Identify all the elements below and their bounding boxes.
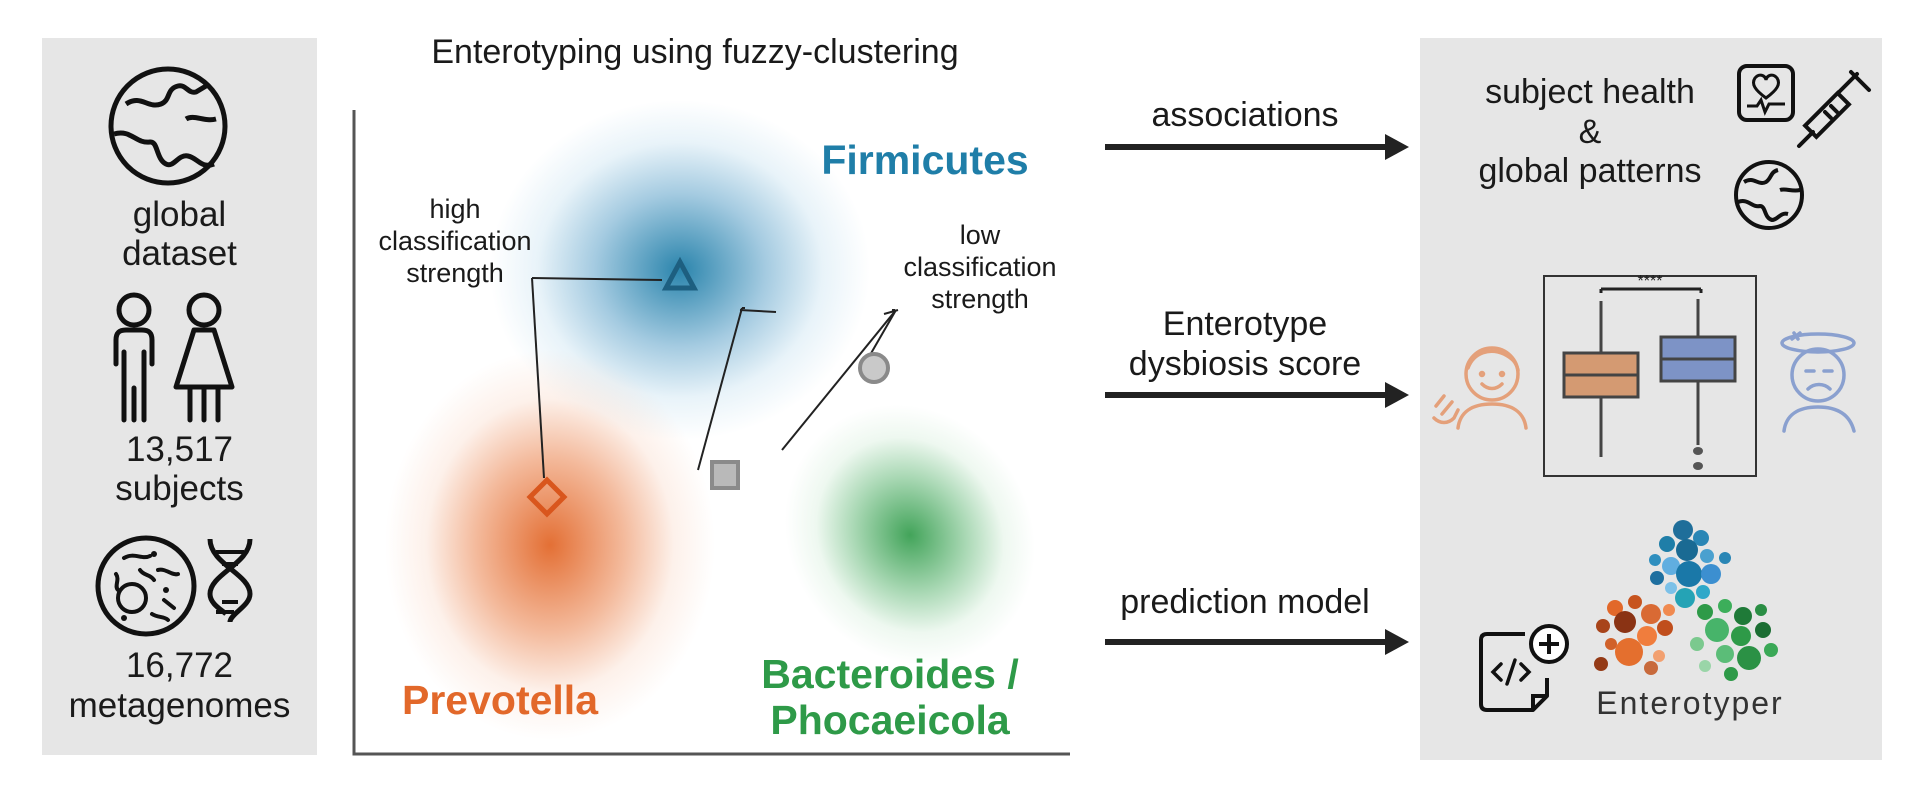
globe-small-icon xyxy=(1734,160,1804,230)
health-line-1: subject health xyxy=(1485,73,1695,111)
prediction-arrow xyxy=(1105,629,1409,655)
firmicutes-label: Firmicutes xyxy=(821,137,1029,183)
globe-icon xyxy=(108,66,228,186)
sick-person-icon xyxy=(1780,331,1856,433)
low-strength-line-2: classification xyxy=(903,252,1057,282)
triangle-marker xyxy=(661,256,699,291)
clustering-title: Enterotyping using fuzzy-clustering xyxy=(431,33,959,71)
bacteroides-label-2: Phocaeicola xyxy=(770,697,1010,743)
classification-markers xyxy=(526,256,899,518)
health-line-3: global patterns xyxy=(1478,152,1702,190)
plot-axes xyxy=(352,110,1070,756)
high-strength-line-2: classification xyxy=(378,226,532,256)
metagenomes-count: 16,772 xyxy=(125,646,234,685)
syringe-icon xyxy=(1797,70,1871,148)
people-icon xyxy=(113,292,235,423)
prevotella-cluster xyxy=(385,350,715,740)
low-strength-line-3: strength xyxy=(931,284,1029,314)
bacteroides-label-1: Bacteroides / xyxy=(761,651,1019,697)
prediction-label: prediction model xyxy=(1120,583,1370,621)
enterotyper-label: Enterotyper xyxy=(1596,685,1784,721)
circle-marker xyxy=(858,352,890,384)
square-marker xyxy=(710,460,740,490)
dna-icon xyxy=(207,538,253,623)
diamond-marker xyxy=(526,476,568,518)
high-strength-line-3: strength xyxy=(406,258,504,288)
high-strength-line-1: high xyxy=(429,194,481,224)
dataset-label-2: dataset xyxy=(122,234,237,273)
microbe-icon xyxy=(95,535,197,637)
health-line-2: & xyxy=(1578,113,1602,151)
health-record-icon xyxy=(1737,64,1795,122)
boxplot xyxy=(1543,275,1757,477)
dysbiosis-label-2: dysbiosis score xyxy=(1128,345,1362,383)
happy-person-icon xyxy=(1432,346,1528,430)
significance-stars: **** xyxy=(1637,273,1663,290)
metagenomes-label: metagenomes xyxy=(68,686,291,725)
enterotyper-logo xyxy=(1594,520,1778,681)
logo-blue-circles xyxy=(1649,520,1731,608)
associations-arrow xyxy=(1105,134,1409,160)
associations-label: associations xyxy=(1151,96,1339,134)
logo-green-circles xyxy=(1690,599,1778,681)
dataset-label-1: global xyxy=(132,195,227,234)
dysbiosis-label-1: Enterotype xyxy=(1162,305,1328,343)
low-strength-line-1: low xyxy=(959,220,1001,250)
code-file-icon xyxy=(1479,624,1569,712)
logo-orange-circles xyxy=(1594,595,1675,675)
subjects-label: subjects xyxy=(115,469,244,508)
subjects-count: 13,517 xyxy=(125,430,234,469)
prevotella-label: Prevotella xyxy=(402,677,598,723)
dysbiosis-arrow xyxy=(1105,382,1409,408)
